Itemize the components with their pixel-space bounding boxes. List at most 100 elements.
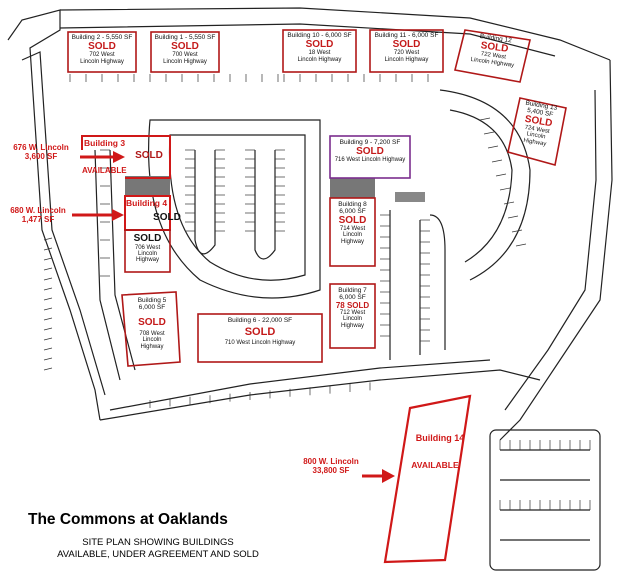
building-11-label: Building 11 - 6,000 SF SOLD 720 West Lin… bbox=[370, 32, 443, 63]
building-1-addr2: Lincoln Highway bbox=[163, 58, 207, 65]
building-3-note: AVAILABLE bbox=[82, 166, 127, 175]
building-1-status: SOLD bbox=[171, 40, 199, 52]
building-11-box bbox=[369, 29, 444, 73]
building-7-addr1: 712 West bbox=[339, 310, 366, 317]
building-13-label: Building 13 5,400 SF SOLD 724 West Linco… bbox=[510, 99, 567, 150]
building-10-addr2: Lincoln Highway bbox=[297, 56, 342, 63]
building-2-status: SOLD bbox=[88, 40, 116, 52]
building-706-addr1: 706 West bbox=[134, 244, 161, 251]
arrow-680-head bbox=[112, 209, 124, 221]
parking-stall-line bbox=[515, 243, 527, 247]
building-8-addr3: Highway bbox=[340, 238, 364, 245]
building-2-title: Building 2 - 5,550 SF bbox=[71, 34, 133, 41]
building-7-size: 6,000 SF bbox=[339, 293, 366, 301]
middle-drive-2 bbox=[429, 214, 446, 350]
building-5-addr1: 708 West bbox=[139, 331, 165, 338]
building-1-addr1: 700 West bbox=[172, 52, 198, 59]
parking-stall-line bbox=[43, 237, 53, 241]
building-9-box bbox=[329, 135, 411, 179]
north-road bbox=[59, 7, 611, 61]
central-ring-road bbox=[147, 119, 321, 299]
building-2-box bbox=[67, 31, 137, 73]
parking-stall-line bbox=[43, 367, 53, 371]
building-6-label: Building 6 - 22,000 SF SOLD 710 West Lin… bbox=[198, 317, 322, 347]
parking-stall-line bbox=[43, 267, 53, 271]
parking-stall-line bbox=[487, 145, 499, 149]
building-10-title: Building 10 - 6,000 SF bbox=[287, 32, 352, 39]
building-14-box bbox=[383, 394, 472, 564]
building-5-label: Building 5 6,000 SF SOLD 708 West Lincol… bbox=[126, 297, 178, 350]
building-4-status: SOLD bbox=[153, 212, 181, 223]
page-subtitle: SITE PLAN SHOWING BUILDINGS AVAILABLE, U… bbox=[28, 537, 288, 562]
parking-stall-line bbox=[491, 159, 503, 163]
parking-stall-line bbox=[43, 247, 53, 251]
page-subtitle-line1: SITE PLAN SHOWING BUILDINGS bbox=[82, 537, 234, 548]
building-8-label: Building 8 6,000 SF SOLD 714 West Lincol… bbox=[330, 201, 375, 245]
building-8-title: Building 8 bbox=[338, 201, 367, 208]
parking-stall-line bbox=[43, 347, 53, 351]
east-road-inner bbox=[504, 89, 597, 411]
building-10-box bbox=[282, 29, 357, 73]
perimeter-road-west bbox=[7, 9, 101, 421]
building-11-status: SOLD bbox=[392, 38, 421, 50]
building-9-status: SOLD bbox=[356, 145, 384, 157]
parking-stall-line bbox=[43, 257, 53, 261]
callout-680: 680 W. Lincoln 1,477 SF bbox=[4, 206, 72, 224]
building-12-box bbox=[454, 29, 531, 83]
building-5-addr3: Highway bbox=[140, 343, 164, 350]
building-9-title: Building 9 - 7,200 SF bbox=[339, 139, 401, 146]
hatch-block-2 bbox=[330, 178, 375, 198]
middle-drive bbox=[389, 210, 421, 360]
arrow-800-head bbox=[382, 469, 395, 483]
building-2-addr1: 702 West bbox=[89, 52, 115, 59]
building-10-status: SOLD bbox=[305, 38, 334, 50]
hatch-block-3 bbox=[395, 192, 425, 202]
building-2-addr2: Lincoln Highway bbox=[80, 58, 124, 65]
parking-stall-line bbox=[43, 297, 53, 301]
building-11-title: Building 11 - 6,000 SF bbox=[374, 32, 439, 39]
east-road bbox=[499, 59, 613, 441]
building-9-label: Building 9 - 7,200 SF SOLD 716 West Linc… bbox=[330, 139, 410, 164]
building-6-box bbox=[197, 313, 323, 363]
callout-680-line1: 680 W. Lincoln bbox=[10, 206, 66, 215]
left-interior-drive bbox=[94, 149, 136, 381]
building-3-status: SOLD bbox=[135, 150, 163, 161]
parking-stall-line bbox=[479, 117, 491, 121]
building-7-status: 78 SOLD bbox=[335, 300, 370, 310]
building-14-title: Building 14 bbox=[415, 433, 465, 443]
building-7-box bbox=[329, 283, 376, 349]
parking-stall-line bbox=[499, 187, 511, 191]
parking-stall-line bbox=[43, 307, 53, 311]
building-2-label: Building 2 - 5,550 SF SOLD 702 West Linc… bbox=[68, 34, 136, 65]
building-11-addr1: 720 West bbox=[393, 50, 420, 57]
page-title: The Commons at Oaklands bbox=[28, 511, 228, 528]
central-ring-road-inner bbox=[168, 134, 306, 281]
parking-stall-line bbox=[43, 277, 53, 281]
east-loop-road bbox=[439, 89, 531, 281]
southeast-parking-rows bbox=[500, 449, 590, 541]
callout-800-line1: 800 W. Lincoln bbox=[303, 457, 359, 466]
parking-island-1 bbox=[194, 150, 216, 255]
building-7-addr3: Highway bbox=[340, 322, 364, 329]
building-5-title: Building 5 bbox=[137, 297, 167, 304]
building-8-status: SOLD bbox=[338, 214, 367, 226]
parking-stalls bbox=[43, 74, 591, 510]
building-13-box bbox=[507, 97, 567, 167]
page-subtitle-line2: AVAILABLE, UNDER AGREEMENT AND SOLD bbox=[57, 549, 259, 561]
building-10-label: Building 10 - 6,000 SF SOLD 18 West Linc… bbox=[283, 32, 356, 63]
arrow-676-head bbox=[113, 151, 125, 163]
perimeter-road-west-inner bbox=[21, 51, 106, 396]
callout-676: 676 W. Lincoln 3,600 SF bbox=[4, 143, 78, 161]
callout-800-line2: 33,800 SF bbox=[312, 466, 350, 476]
building-706-box bbox=[124, 229, 171, 273]
parking-stall-line bbox=[507, 215, 519, 219]
hatch-block-1 bbox=[125, 176, 170, 196]
parking-stall-line bbox=[43, 337, 53, 341]
building-6-addr1: 710 West Lincoln Highway bbox=[224, 340, 296, 347]
building-8-addr2: Lincoln bbox=[342, 232, 362, 239]
building-8-size: 6,000 SF bbox=[339, 207, 366, 215]
building-7-label: Building 7 6,000 SF 78 SOLD 712 West Lin… bbox=[330, 287, 375, 329]
building-1-box bbox=[150, 31, 220, 73]
east-loop-road-inner bbox=[449, 109, 513, 263]
